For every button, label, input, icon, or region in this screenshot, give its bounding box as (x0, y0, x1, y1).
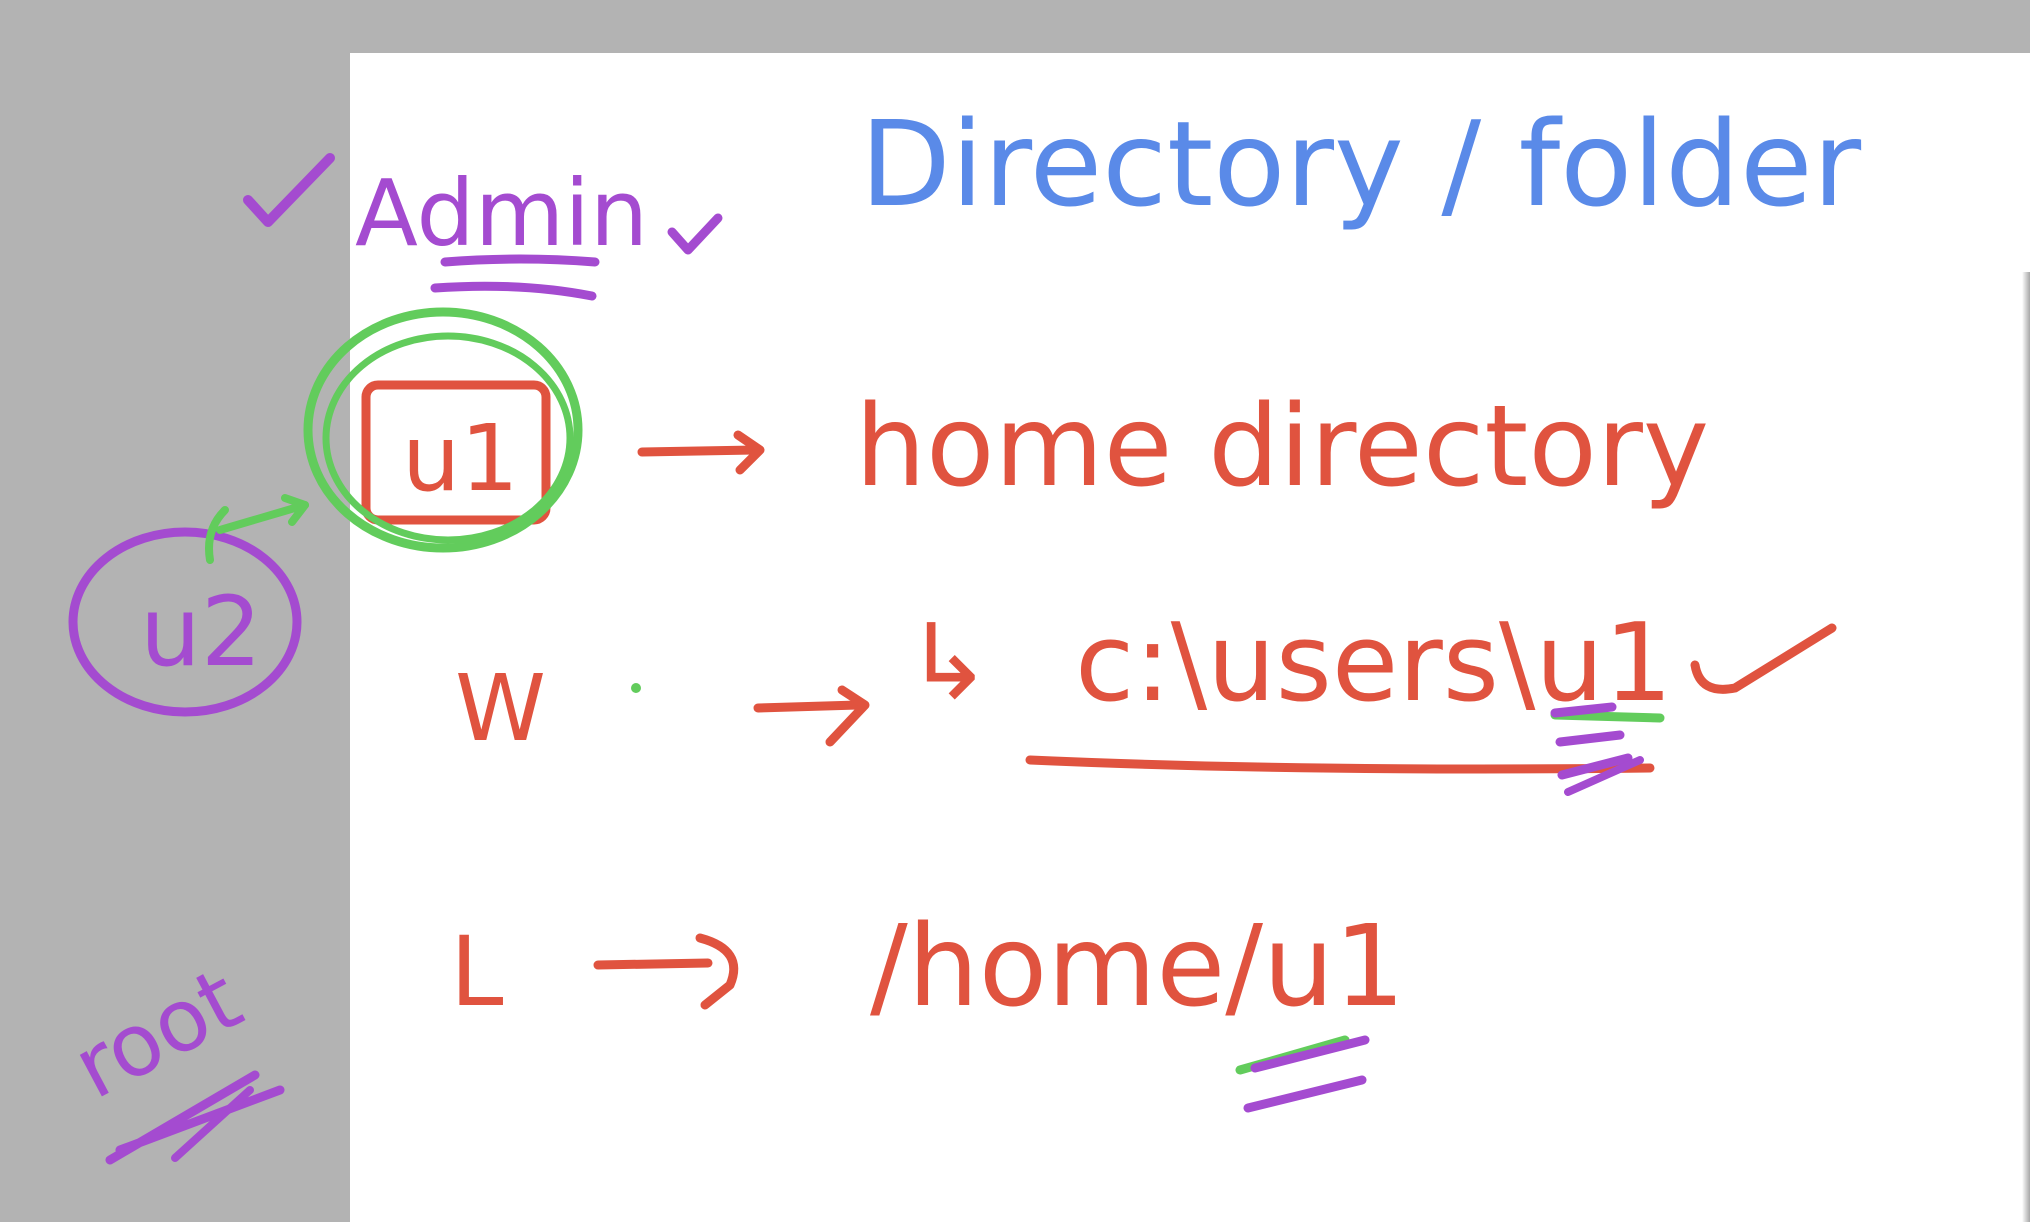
root-strike-slash (171, 1086, 254, 1162)
root-strikethrough (105, 1070, 285, 1165)
linux-u1-purple-marks (1243, 1035, 1370, 1113)
arrow-right-icon (733, 430, 765, 475)
arrow-right-icon (637, 445, 760, 457)
windows-path-prefix: ↳ (905, 601, 992, 723)
checkmark-icon (1690, 623, 1837, 694)
linux-path-label: /home/u1 (870, 902, 1405, 1032)
windows-path-underline (1025, 755, 1655, 774)
admin-underline-1 (440, 254, 600, 267)
windows-label: W (455, 655, 546, 762)
windows-u1-purple-slash (1564, 756, 1644, 796)
arrow-right-icon (216, 501, 309, 534)
windows-u1-purple-marks (1550, 702, 1633, 780)
arrow-right-icon (593, 958, 713, 970)
checkmark-icon (243, 153, 335, 227)
arrow-right-icon (753, 700, 863, 713)
u2-label: u2 (140, 576, 262, 688)
home-directory-label: home directory (855, 382, 1709, 512)
u2-circle (68, 527, 302, 717)
u1-highlight-circle-inner (322, 332, 574, 544)
admin-underline-2 (430, 281, 597, 301)
diagram-title: Directory / folder (860, 95, 1862, 233)
canvas-sheet (350, 53, 2030, 1222)
green-dot (631, 683, 641, 693)
u2-green-mark (205, 506, 229, 564)
windows-path-label: c:\users\u1 (1075, 601, 1673, 726)
arrow-right-icon (281, 494, 309, 526)
admin-label: Admin (355, 160, 648, 267)
u1-highlight-circle (303, 307, 583, 553)
u1-label: u1 (402, 405, 519, 512)
checkmark-icon (667, 213, 723, 255)
u1-box (361, 380, 551, 525)
linux-label: L (450, 916, 503, 1028)
arrow-right-icon (695, 933, 739, 1010)
arrow-right-icon (825, 685, 870, 747)
sheet-edge-shadow (2022, 272, 2030, 1222)
